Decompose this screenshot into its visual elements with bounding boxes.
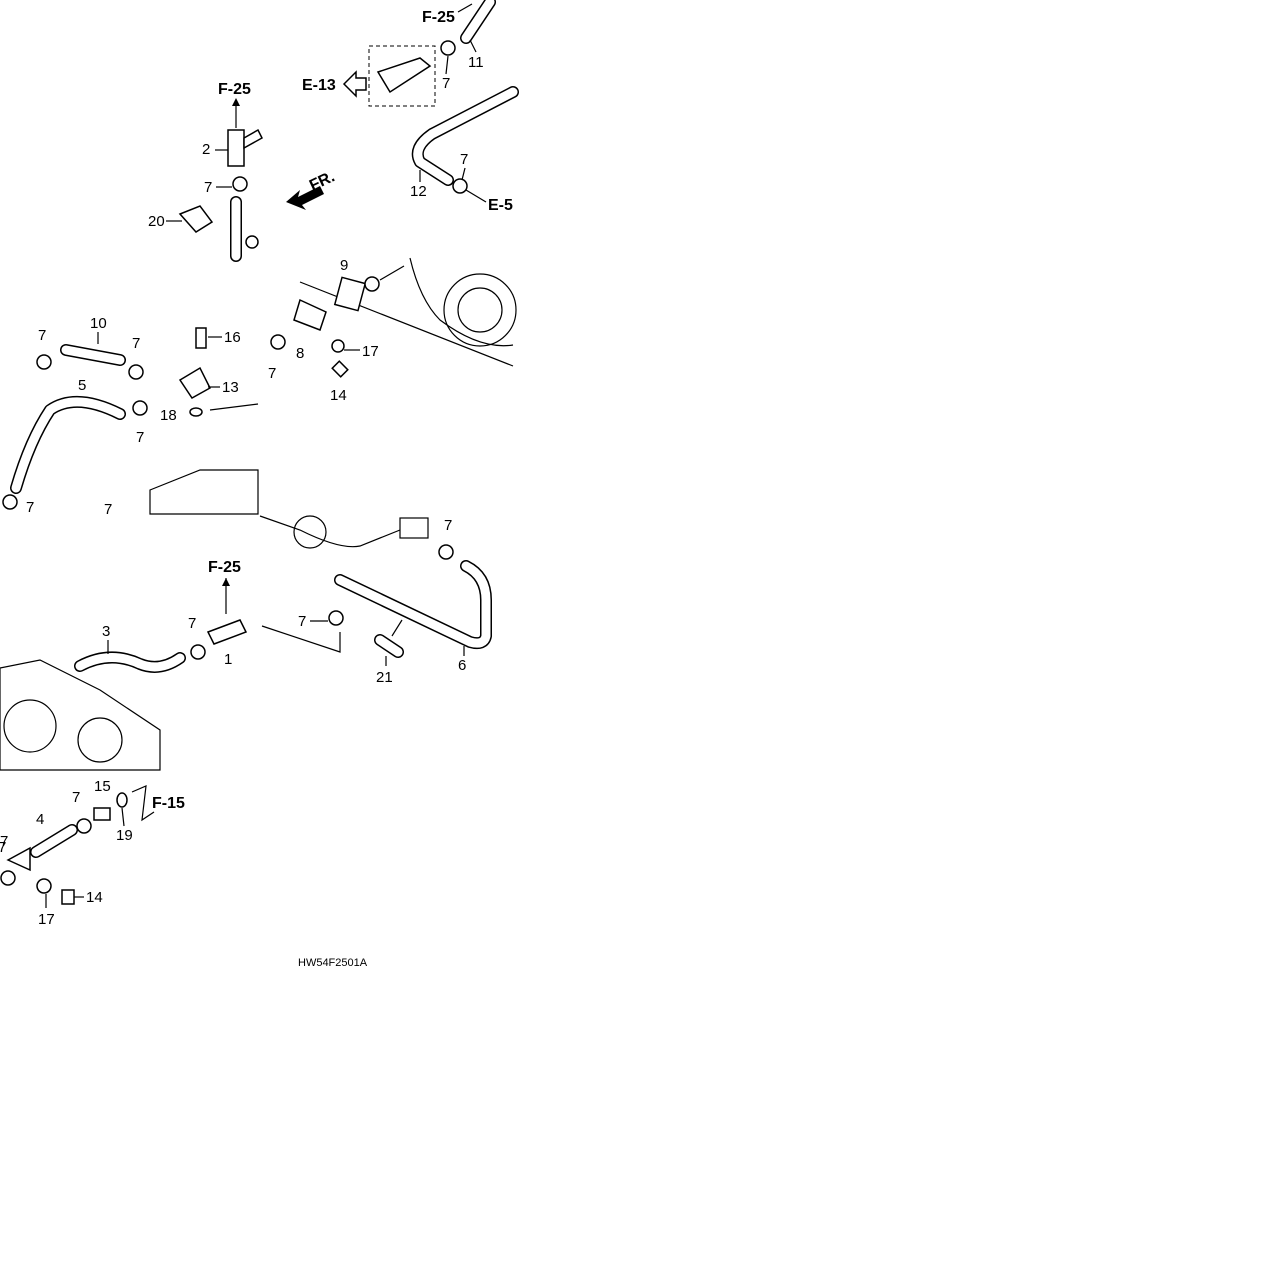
callout-19: 19 xyxy=(116,827,133,844)
front-arrow-icon xyxy=(286,186,324,210)
callout-7g: 7 xyxy=(136,429,144,446)
callout-15: 15 xyxy=(94,778,111,795)
callout-3: 3 xyxy=(102,623,110,640)
callout-7n: 7 xyxy=(0,833,8,850)
callout-7k: 7 xyxy=(298,613,306,630)
callout-20: 20 xyxy=(148,213,165,230)
callout-13: 13 xyxy=(222,379,239,396)
ref-f15: F-15 xyxy=(152,795,185,812)
callout-11: 11 xyxy=(468,54,484,71)
callout-5: 5 xyxy=(78,377,86,394)
panel-middle: 9 8 7 17 14 10 7 7 16 13 18 5 xyxy=(2,257,517,518)
callout-7i: 7 xyxy=(104,501,112,518)
callout-17a: 17 xyxy=(362,343,379,360)
callout-2: 2 xyxy=(202,141,210,158)
callout-7o: 7 xyxy=(0,839,6,856)
callout-10: 10 xyxy=(90,315,107,332)
callout-7d: 7 xyxy=(268,365,276,382)
diagram-code: HW54F2501A xyxy=(298,957,368,969)
ref-e13: E-13 xyxy=(302,77,336,94)
ref-f25-upper: F-25 xyxy=(218,81,251,98)
callout-7c: 7 xyxy=(460,151,468,168)
ref-f25-top: F-25 xyxy=(422,9,455,26)
callout-7h: 7 xyxy=(26,499,34,516)
clamp-part xyxy=(440,40,456,56)
callout-17b: 17 xyxy=(38,911,55,928)
callout-8: 8 xyxy=(296,345,304,362)
arrow-e13-icon xyxy=(342,70,367,98)
callout-7f: 7 xyxy=(132,335,140,352)
callout-14a: 14 xyxy=(330,387,347,404)
panel-bottom: 4 7 15 19 F-15 7 7 17 14 xyxy=(0,778,185,928)
ref-e5: E-5 xyxy=(488,197,513,214)
callout-14b: 14 xyxy=(86,889,103,906)
callout-6: 6 xyxy=(458,657,466,674)
callout-7e: 7 xyxy=(38,327,46,344)
callout-7m: 7 xyxy=(72,789,80,806)
callout-21: 21 xyxy=(376,669,393,686)
callout-12: 12 xyxy=(410,183,427,200)
callout-7a: 7 xyxy=(442,75,450,92)
callout-9: 9 xyxy=(340,257,348,274)
panel-upper: F-25 11 7 E-13 F-25 2 7 20 FR. xyxy=(148,0,519,262)
callout-7l: 7 xyxy=(188,615,196,632)
callout-16: 16 xyxy=(224,329,241,346)
ref-f25-lower: F-25 xyxy=(208,559,241,576)
callout-18: 18 xyxy=(160,407,177,424)
callout-1: 1 xyxy=(224,651,232,668)
panel-lower: 6 7 21 7 F-25 1 7 3 xyxy=(0,515,492,771)
ref-front: FR. xyxy=(307,168,338,194)
callout-4: 4 xyxy=(36,811,44,828)
callout-7b: 7 xyxy=(204,179,212,196)
callout-7j: 7 xyxy=(444,517,452,534)
